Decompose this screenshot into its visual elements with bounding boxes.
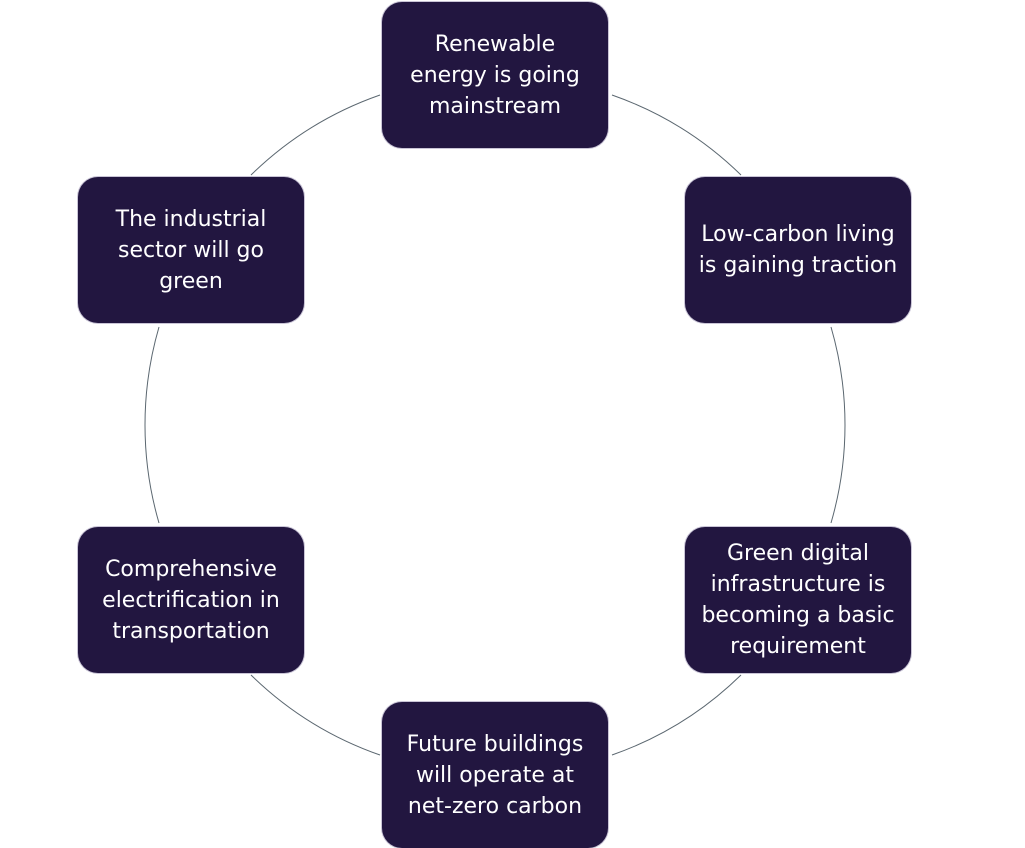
- cycle-node-low-carbon-living: Low-carbon living is gaining traction: [685, 177, 911, 323]
- cycle-node-label: Future buildings will operate at net-zer…: [406, 731, 584, 819]
- cycle-node-renewable-energy: Renewable energy is going mainstream: [382, 2, 608, 148]
- connector-arc-4: [250, 674, 381, 756]
- cycle-node-label: Comprehensive electrification in transpo…: [102, 556, 280, 644]
- connector-arcs: [144, 94, 846, 756]
- cycle-node-label: Green digital infrastructure is becoming…: [701, 541, 895, 659]
- cycle-node-net-zero-buildings: Future buildings will operate at net-zer…: [382, 702, 608, 848]
- connector-arc-3: [611, 674, 742, 756]
- connector-arc-1: [611, 94, 742, 176]
- cycle-node-industrial-sector: The industrial sector will go green: [78, 177, 304, 323]
- cycle-node-label: Low-carbon living is gaining traction: [698, 222, 898, 278]
- cycle-node-label: The industrial sector will go green: [115, 206, 267, 294]
- cycle-node-green-digital-infrastructure: Green digital infrastructure is becoming…: [685, 527, 911, 673]
- cycle-node-label: Renewable energy is going mainstream: [410, 31, 580, 119]
- connector-arc-6: [250, 94, 381, 176]
- connector-arc-2: [830, 326, 846, 524]
- cycle-node-transport-electrification: Comprehensive electrification in transpo…: [78, 527, 304, 673]
- connector-arc-5: [144, 326, 160, 524]
